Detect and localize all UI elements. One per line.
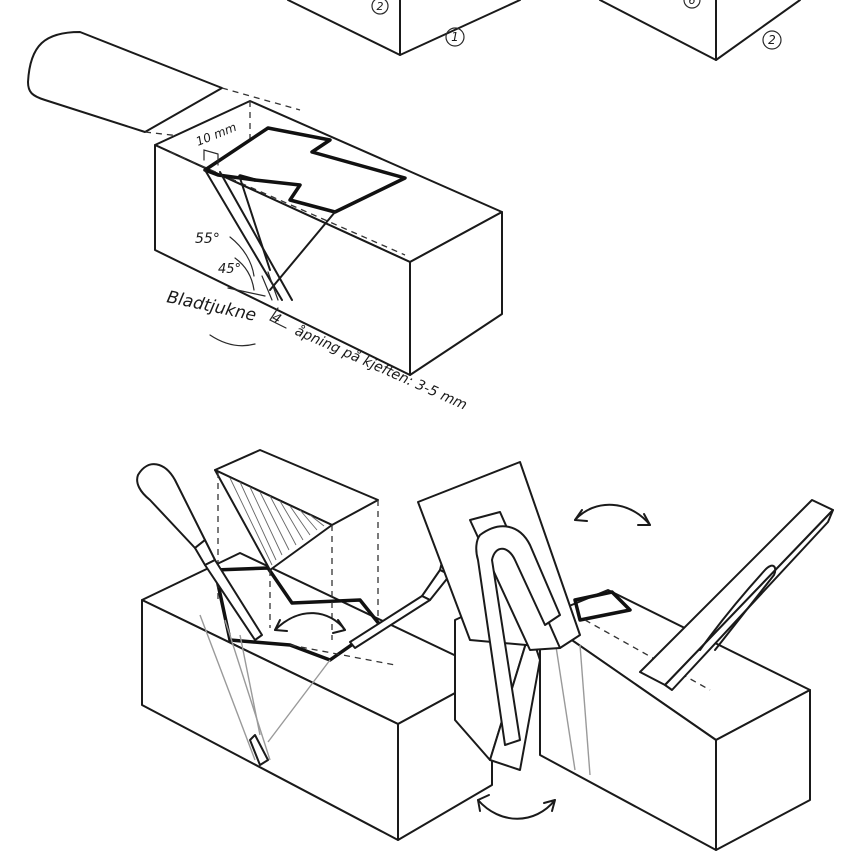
step-number-2-top-left: 2	[371, 0, 389, 15]
svg-text:45°: 45°	[218, 262, 241, 277]
top-right-block-fragment	[599, 0, 801, 61]
angle-45-label: 45°	[218, 257, 255, 291]
svg-text:2: 2	[768, 33, 776, 47]
svg-text:1: 1	[451, 30, 459, 44]
rotate-arrow-middle	[274, 612, 346, 634]
detached-sole-slab	[27, 31, 301, 141]
bottom-left-throat-opening	[199, 566, 396, 766]
step-number-1-top-center: 1	[445, 27, 465, 47]
floating-wedge	[214, 449, 379, 640]
step-number-6-top-right: 6	[683, 0, 701, 9]
bed-angle-55-label: 55°	[195, 231, 255, 277]
bottom-right-back-block	[539, 589, 811, 851]
rotate-arrow-bottom	[477, 794, 556, 820]
bottom-left-plane-block	[141, 552, 493, 841]
top-left-block-fragment	[287, 0, 521, 56]
slotted-iron	[639, 499, 834, 691]
svg-text:6: 6	[689, 0, 696, 7]
blade-slot-outline	[203, 126, 407, 301]
rotate-arrow-top-right	[574, 503, 651, 526]
step-number-2-top-right: 2	[762, 30, 782, 50]
hanging-blade	[475, 525, 561, 746]
svg-text:55°: 55°	[195, 231, 220, 247]
left-chisel	[136, 463, 263, 641]
svg-text:2: 2	[377, 0, 384, 13]
